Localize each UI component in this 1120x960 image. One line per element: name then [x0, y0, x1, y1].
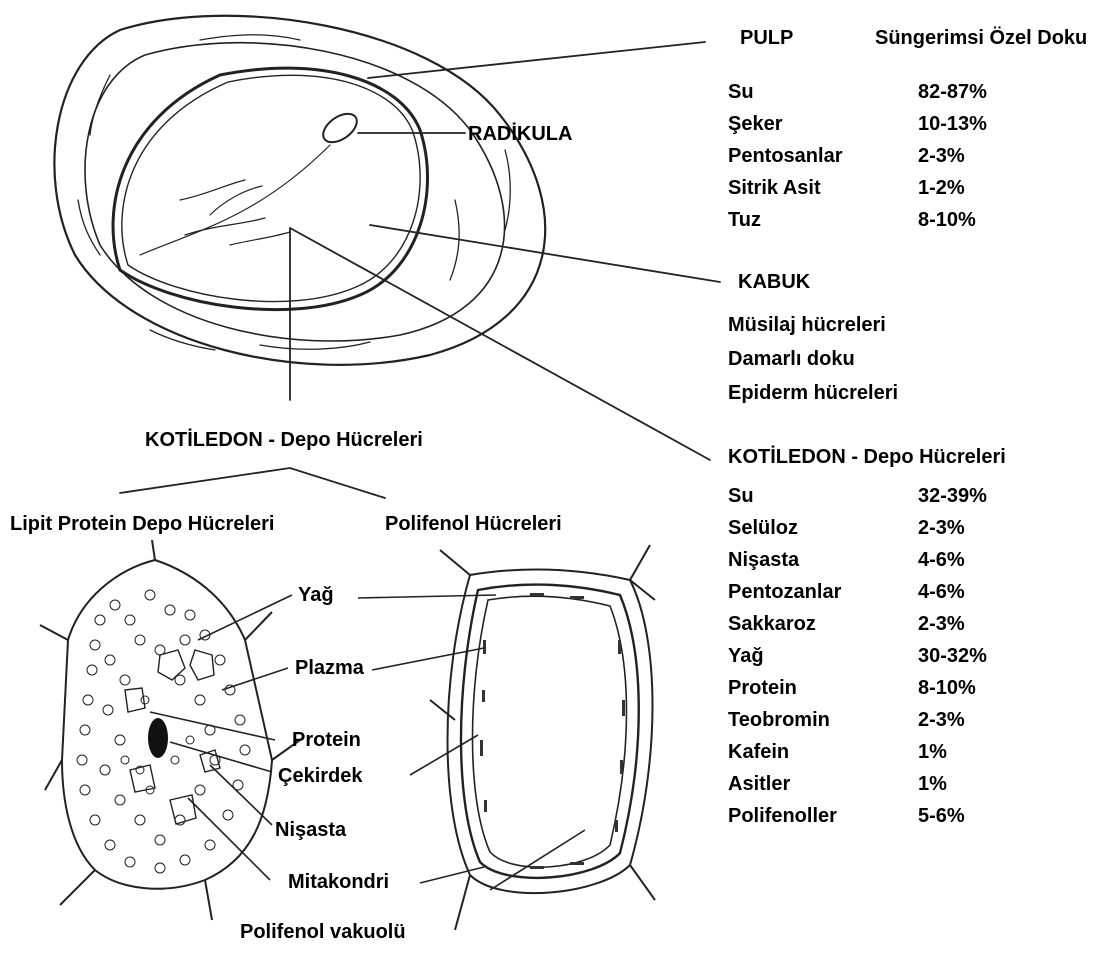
- component-name: Kafein: [728, 740, 789, 764]
- plazma-right-leader-line: [372, 648, 484, 670]
- kabuk-item: Müsilaj hücreleri: [728, 313, 898, 347]
- yag-leader-line: [198, 595, 292, 640]
- component-value: 30-32%: [918, 644, 987, 668]
- cekirdek-leader-line: [170, 742, 272, 772]
- component-name: Pentozanlar: [728, 580, 841, 604]
- left-cell-title: Lipit Protein Depo Hücreleri: [10, 512, 274, 536]
- component-value: 4-6%: [918, 548, 965, 572]
- nucleus-shape: [148, 718, 168, 758]
- component-value: 32-39%: [918, 484, 987, 508]
- component-name: Teobromin: [728, 708, 830, 732]
- kabuk-title: KABUK: [738, 270, 810, 294]
- polyphenol-granules: [480, 593, 625, 869]
- radicle-shape: [318, 108, 362, 148]
- pulp-leader-line: [368, 42, 705, 78]
- component-name: Su: [728, 80, 754, 104]
- vakuol-leader-line: [490, 830, 585, 890]
- bean-shell-outline: [85, 43, 505, 341]
- polyphenol-cell: [358, 545, 655, 930]
- component-value: 2-3%: [918, 708, 965, 732]
- component-value: 1%: [918, 740, 947, 764]
- component-name: Yağ: [728, 644, 764, 668]
- component-name: Sakkaroz: [728, 612, 816, 636]
- kotiledon-right-title: KOTİLEDON - Depo Hücreleri: [728, 445, 1006, 469]
- component-value: 2-3%: [918, 612, 965, 636]
- pulp-subtitle: Süngerimsi Özel Doku: [875, 26, 1087, 50]
- cotyledon-outline-1: [113, 68, 427, 310]
- kabuk-item: Damarlı doku: [728, 347, 898, 381]
- component-value: 82-87%: [918, 80, 987, 104]
- kotiledon-leader-line: [290, 228, 710, 460]
- nisasta-label: Nişasta: [275, 818, 346, 842]
- component-value: 8-10%: [918, 208, 976, 232]
- vacuole-outline: [472, 596, 626, 867]
- component-name: Sitrik Asit: [728, 176, 821, 200]
- component-name: Asitler: [728, 772, 790, 796]
- kabuk-item: Epiderm hücreleri: [728, 381, 898, 415]
- kotiledon-center-title: KOTİLEDON - Depo Hücreleri: [145, 428, 423, 452]
- bean-section: [54, 16, 720, 498]
- cekirdek-right-leader-line: [410, 735, 478, 775]
- bracket-line: [120, 468, 385, 498]
- cekirdek-label: Çekirdek: [278, 764, 363, 788]
- component-value: 1-2%: [918, 176, 965, 200]
- component-name: Su: [728, 484, 754, 508]
- mitakondri-label: Mitakondri: [288, 870, 389, 894]
- vakuol-label: Polifenol vakuolü: [240, 920, 406, 944]
- component-value: 2-3%: [918, 144, 965, 168]
- component-name: Polifenoller: [728, 804, 837, 828]
- pulp-title: PULP: [740, 26, 793, 50]
- component-value: 2-3%: [918, 516, 965, 540]
- component-name: Selüloz: [728, 516, 798, 540]
- protein-bodies: [125, 650, 220, 824]
- component-value: 10-13%: [918, 112, 987, 136]
- lipid-protein-cell: [40, 540, 300, 920]
- plazma-label: Plazma: [295, 656, 364, 680]
- component-name: Protein: [728, 676, 797, 700]
- right-cell-title: Polifenol Hücreleri: [385, 512, 562, 536]
- protein-label: Protein: [292, 728, 361, 752]
- component-value: 4-6%: [918, 580, 965, 604]
- mitakondri-right-leader-line: [420, 867, 484, 883]
- lipid-cell-outline: [62, 560, 272, 889]
- component-name: Nişasta: [728, 548, 799, 572]
- protein-leader-line: [150, 712, 275, 740]
- component-value: 1%: [918, 772, 947, 796]
- component-value: 8-10%: [918, 676, 976, 700]
- component-name: Pentosanlar: [728, 144, 842, 168]
- component-name: Şeker: [728, 112, 783, 136]
- nisasta-leader-line: [210, 765, 272, 825]
- component-value: 5-6%: [918, 804, 965, 828]
- radikula-label: RADİKULA: [468, 122, 572, 146]
- component-name: Tuz: [728, 208, 761, 232]
- yag-label: Yağ: [298, 583, 334, 607]
